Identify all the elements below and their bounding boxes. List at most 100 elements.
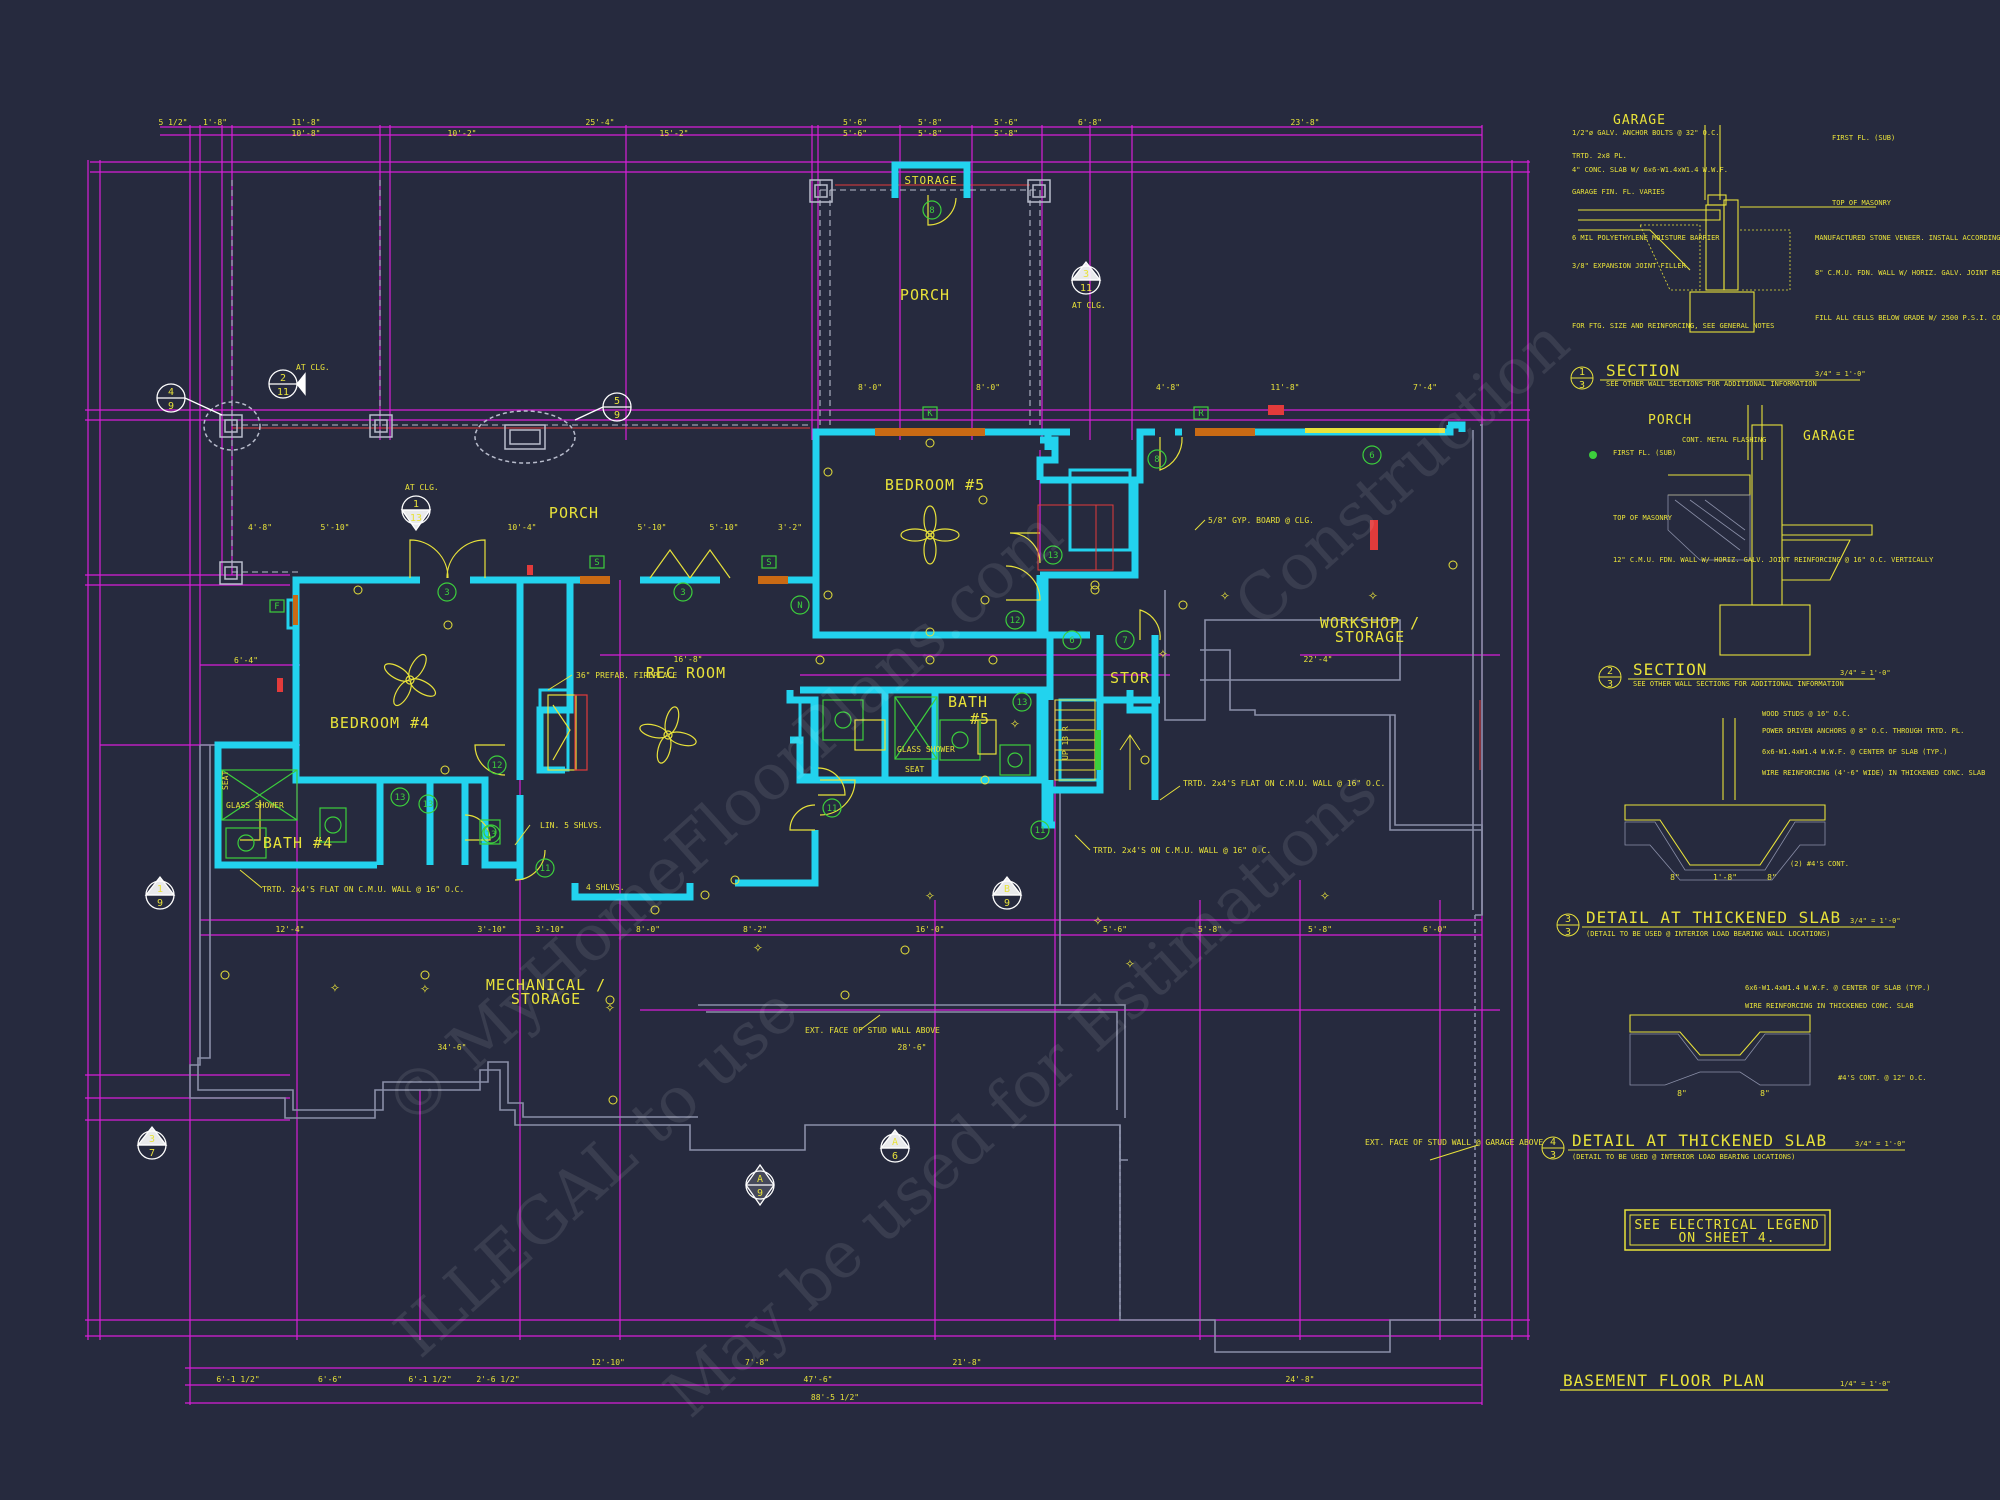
dim-text: 5'-6" [1103,925,1127,934]
det2-heading-l: PORCH [1648,413,1692,428]
callout-marker [400,495,432,532]
dim-text: 3'-10" [536,925,565,934]
det1-scale: 3/4" = 1'-0" [1815,370,1866,378]
dim-text: 15'-2" [660,129,689,138]
dimensions-interior: 4'-8" 5'-10" 10'-4" 5'-10" 5'-10" 3'-2" … [234,383,1447,1052]
det4-note-2: #4'S CONT. @ 12" O.C. [1838,1074,1927,1082]
svg-text:2: 2 [280,373,286,384]
det3-note-0: WOOD STUDS @ 16" O.C. [1762,710,1851,718]
detail-thickened-slab-3: WOOD STUDS @ 16" O.C. POWER DRIVEN ANCHO… [1556,710,1985,938]
svg-text:1: 1 [157,884,163,895]
recessed-lights: ✧✧✧ ✧✧✧ ✧✧✧ ✧✧✧ [330,585,1378,1016]
dim-text: 5'-8" [1198,925,1222,934]
dim-text: 4'-8" [248,523,272,532]
svg-text:✧: ✧ [605,997,615,1016]
dim-text: 5 1/2" [159,118,188,127]
det2-sub: SEE OTHER WALL SECTIONS FOR ADDITIONAL I… [1633,680,1844,688]
svg-text:13: 13 [423,800,434,810]
det1-note-r2: MANUFACTURED STONE VENEER. INSTALL ACCOR… [1815,234,2000,242]
det1-title: SECTION [1606,361,1680,380]
svg-text:13: 13 [395,793,406,803]
svg-text:✧: ✧ [925,885,935,904]
dim-text: 22'-4" [1304,655,1333,664]
watermark-line-2: May be used for Estimations [651,755,1391,1432]
room-mechanical-2: STORAGE [511,990,581,1008]
sheet-title-text: BASEMENT FLOOR PLAN [1563,1371,1765,1390]
det1-sub: SEE OTHER WALL SECTIONS FOR ADDITIONAL I… [1606,380,1817,388]
dim-text: 5'-8" [918,118,942,127]
det1-note-r1: TOP OF MASONRY [1832,199,1892,207]
dim-text: 10'-2" [448,129,477,138]
det2-sheet: 3 [1607,679,1613,690]
dim-text: 2'-6 1/2" [476,1375,519,1384]
note-ext-face-stud: EXT. FACE OF STUD WALL ABOVE [805,1026,940,1035]
det4-title: DETAIL AT THICKENED SLAB [1572,1131,1827,1150]
svg-text:9: 9 [757,1188,763,1199]
dim-text: 16'-8" [674,655,703,664]
dim-text: 5'-8" [994,129,1018,138]
det1-note-l2: 4" CONC. SLAB W/ 6x6-W1.4xW1.4 W.W.F. [1572,166,1728,174]
dim-text: 88'-5 1/2" [811,1393,859,1402]
dim-text: 5'-10" [321,523,350,532]
room-porch-north: PORCH [900,286,950,304]
detail-section-1: GARAGE 1/2"ø GALV. ANCHOR BOLTS @ 32" O.… [1570,113,2000,391]
light-fixtures [220,438,1458,1105]
note-gyp-board: 5/8" GYP. BOARD @ CLG. [1208,516,1314,525]
svg-text:✧: ✧ [1320,885,1330,904]
dim-text: 6'-8" [1078,118,1102,127]
dim-text: 7'-4" [1413,383,1437,392]
det4-dim-0: 8" [1677,1089,1687,1098]
electrical-accents [277,405,1481,770]
svg-text:9: 9 [157,898,163,909]
det1-note-l1: TRTD. 2x8 PL. [1572,152,1627,160]
porch-framing-lines [231,180,1041,573]
det2-heading-r: GARAGE [1803,429,1856,444]
svg-text:✧: ✧ [1093,910,1103,929]
det3-dim-0: 8" [1670,873,1680,882]
svg-text:3: 3 [1083,269,1089,280]
note-leaders [239,519,1479,1161]
dim-text: 4'-8" [1156,383,1180,392]
note-trtd-flat-2: TRTD. 2x4'S FLAT ON C.M.U. WALL @ 16" O.… [1183,779,1385,788]
dim-text: 8'-0" [858,383,882,392]
det1-note-l6: FOR FTG. SIZE AND REINFORCING, SEE GENER… [1572,322,1774,330]
dim-text: 5'-8" [1308,925,1332,934]
watermark: ILLEGAL to use May be used for Estimatio… [371,305,1583,1432]
det1-note-r0: FIRST FL. (SUB) [1832,134,1895,142]
dim-text: 7'-8" [745,1358,769,1367]
room-workshop-1: WORKSHOP / [1320,614,1420,632]
svg-text:6: 6 [892,1151,898,1162]
det4-scale: 3/4" = 1'-0" [1855,1140,1906,1148]
svg-text:✧: ✧ [1220,585,1230,604]
det2-note-2: TOP OF MASONRY [1613,514,1673,522]
dim-text: 24'-8" [1286,1375,1315,1384]
det1-heading: GARAGE [1613,113,1666,128]
det3-sub: (DETAIL TO BE USED @ INTERIOR LOAD BEARI… [1586,930,1830,938]
svg-text:F: F [274,602,279,612]
room-workshop-2: STORAGE [1335,628,1405,646]
room-bath-5: #5 [970,710,990,728]
svg-text:11: 11 [827,804,838,814]
note-up-steps: UP 13 R [1061,726,1070,760]
dim-text: 5'-10" [710,523,739,532]
dim-text: 25'-4" [586,118,615,127]
label-seat-4: SEAT [221,771,230,790]
det3-dim-1: 1'-8" [1713,873,1737,882]
windows [293,428,1445,625]
det1-note-l4: 6 MIL POLYETHYLENE MOISTURE BARRIER [1572,234,1720,242]
det3-scale: 3/4" = 1'-0" [1850,917,1901,925]
dim-text: 6'-4" [234,656,258,665]
callout-labels: 49 211 59 311 113 19 B9 37 A9 A6 [149,269,1092,1199]
callout-marker [268,369,306,399]
det2-scale: 3/4" = 1'-0" [1840,669,1891,677]
svg-text:11: 11 [540,864,551,874]
det3-dim-2: 8" [1767,873,1777,882]
svg-text:8: 8 [1154,455,1159,465]
ceiling-fans [383,505,960,764]
svg-text:✧: ✧ [1368,585,1378,604]
svg-text:✧: ✧ [420,978,430,997]
note-at-clg-2: AT CLG. [405,483,439,492]
dim-text: 1'-8" [203,118,227,127]
det1-sheet: 3 [1579,380,1585,391]
